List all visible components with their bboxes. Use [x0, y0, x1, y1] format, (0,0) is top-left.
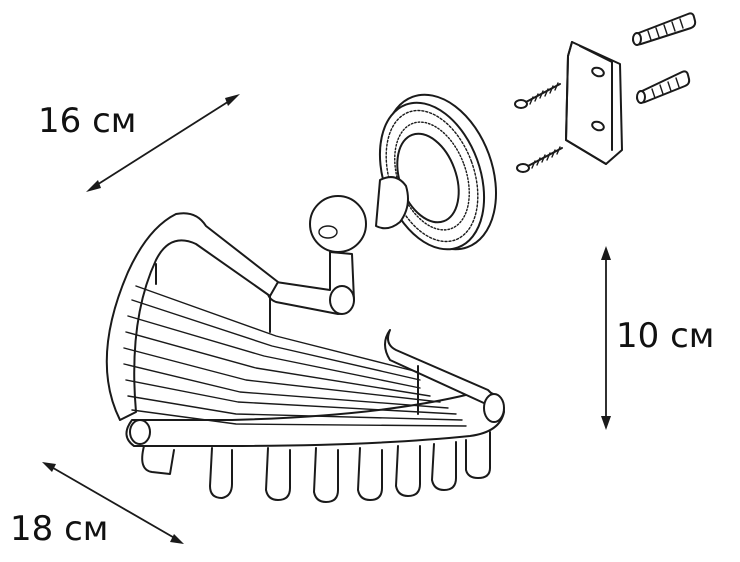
width-label: 16 см	[38, 101, 136, 141]
mounting-bracket	[565, 41, 623, 165]
basket	[105, 212, 505, 503]
dimension-height: 10 см	[601, 246, 714, 430]
wall-plug-bottom	[636, 70, 691, 104]
height-label: 10 см	[616, 316, 714, 356]
dimension-width: 16 см	[38, 94, 240, 192]
wall-plug-top	[632, 12, 697, 46]
dimension-depth: 18 см	[10, 462, 184, 549]
depth-label: 18 см	[10, 509, 108, 549]
support-arm	[266, 251, 355, 315]
screw-bottom	[516, 146, 563, 173]
screw-top	[514, 82, 561, 109]
wall-mount-rosette	[309, 93, 498, 253]
